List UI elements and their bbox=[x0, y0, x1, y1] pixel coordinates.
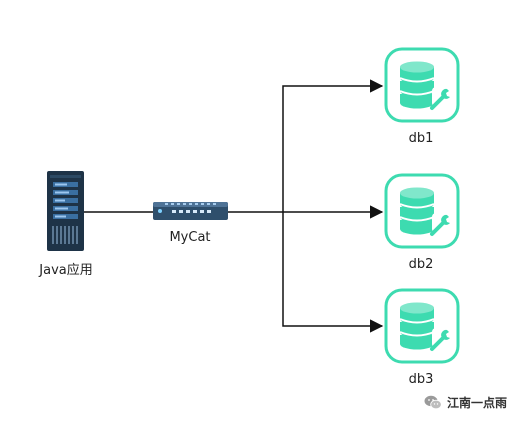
db2-label: db2 bbox=[408, 257, 434, 272]
server-label: Java应用 bbox=[39, 263, 93, 278]
database-icon bbox=[384, 47, 460, 123]
wechat-icon bbox=[424, 395, 442, 410]
db3-label: db3 bbox=[408, 372, 434, 387]
edge-switch-db3 bbox=[282, 212, 384, 333]
database-icon bbox=[384, 288, 460, 364]
watermark-text: 江南一点雨 bbox=[446, 396, 507, 410]
watermark: 江南一点雨 bbox=[424, 394, 507, 411]
switch-icon bbox=[153, 202, 228, 220]
edge-switch-db1 bbox=[282, 79, 384, 212]
db1-label: db1 bbox=[408, 131, 434, 146]
database-icon bbox=[384, 173, 460, 249]
server-icon bbox=[47, 171, 84, 251]
switch-label: MyCat bbox=[169, 230, 211, 245]
